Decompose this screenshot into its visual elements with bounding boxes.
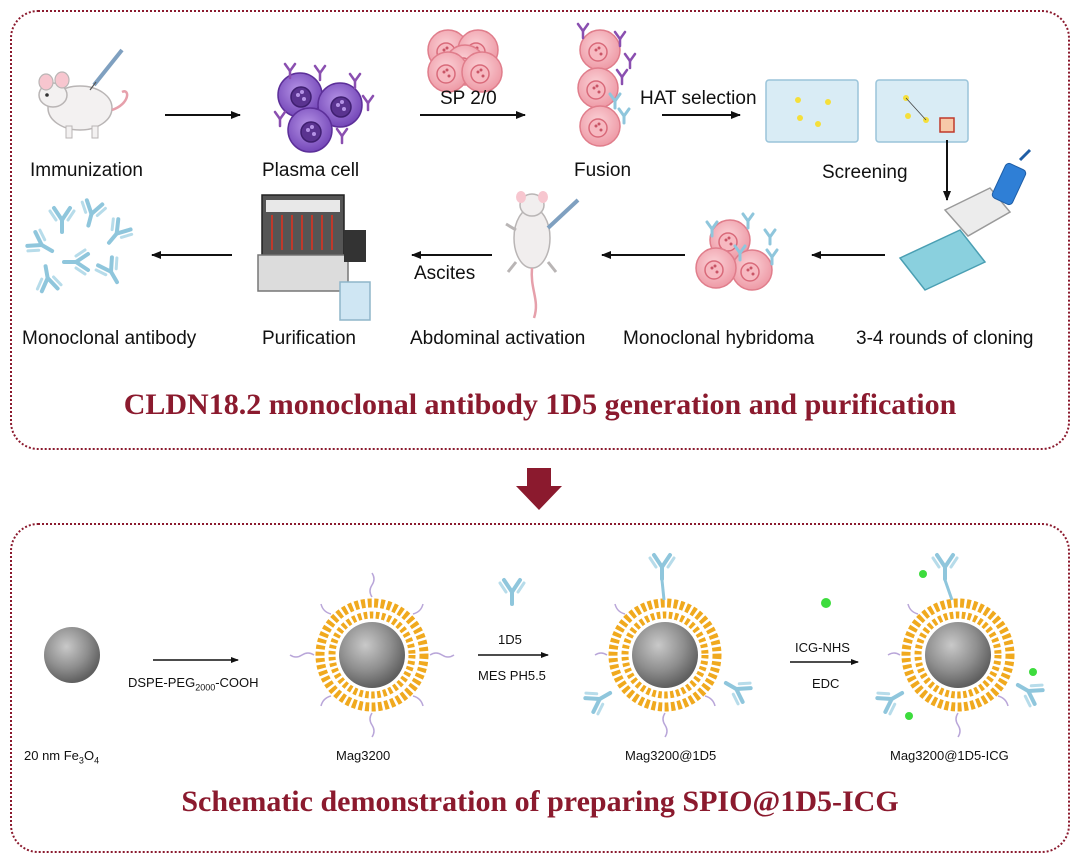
- preparation-panel: [10, 523, 1070, 853]
- label-purification: Purification: [262, 328, 356, 349]
- label-fe3o4: 20 nm Fe3O4: [24, 748, 100, 766]
- label-mag3200: Mag3200: [336, 748, 391, 763]
- down-arrow-icon: [516, 468, 562, 510]
- label-abdominal-activation: Abdominal activation: [410, 328, 586, 349]
- label-icg-nhs: ICG-NHS: [795, 640, 850, 655]
- purification-instrument-icon: [257, 194, 371, 321]
- plasma-cell-icon: [273, 62, 375, 153]
- cloning-pipette-icon: [898, 148, 1032, 291]
- myeloma-cells-icon: [427, 29, 503, 93]
- mag3200-1d5-particle-icon: [581, 553, 755, 738]
- label-mag3200-1d5-icg: Mag3200@1D5-ICG: [890, 748, 1009, 763]
- mag3200-1d5-icg-particle-icon: [873, 553, 1047, 738]
- label-monoclonal-antibody: Monoclonal antibody: [22, 328, 197, 349]
- label-1d5-reagent: 1D5: [498, 632, 522, 647]
- mouse-icon: [38, 48, 129, 139]
- generation-panel: [10, 10, 1070, 450]
- hybridoma-cells-icon: [695, 212, 779, 291]
- antibodies-icon: [23, 197, 136, 294]
- icg-dot-icon: [821, 598, 831, 608]
- mag3200-particle-icon: [289, 572, 455, 738]
- label-plasma-cell: Plasma cell: [262, 160, 360, 181]
- abdominal-mouse-icon: [505, 191, 580, 319]
- label-monoclonal-hybridoma: Monoclonal hybridoma: [623, 328, 815, 349]
- label-sp20: SP 2/0: [440, 88, 497, 109]
- top-panel-title: CLDN18.2 monoclonal antibody 1D5 generat…: [123, 388, 957, 421]
- label-cloning: 3-4 rounds of cloning: [856, 328, 1034, 349]
- bottom-panel-title: Schematic demonstration of preparing SPI…: [181, 785, 899, 818]
- label-screening: Screening: [822, 162, 908, 183]
- fe3o4-core-icon: [44, 627, 100, 683]
- antibody-reagent-icon: [498, 578, 526, 606]
- label-fusion: Fusion: [574, 160, 632, 181]
- label-mes: MES PH5.5: [478, 668, 546, 683]
- label-ascites: Ascites: [414, 263, 476, 284]
- label-mag3200-1d5: Mag3200@1D5: [625, 748, 717, 763]
- label-edc: EDC: [812, 676, 840, 691]
- label-immunization: Immunization: [30, 160, 143, 181]
- label-hat-selection: HAT selection: [640, 88, 757, 109]
- label-dspe-peg: DSPE-PEG2000-COOH: [128, 675, 259, 693]
- fusion-cells-icon: [576, 22, 637, 147]
- screening-plates-icon: [765, 79, 969, 143]
